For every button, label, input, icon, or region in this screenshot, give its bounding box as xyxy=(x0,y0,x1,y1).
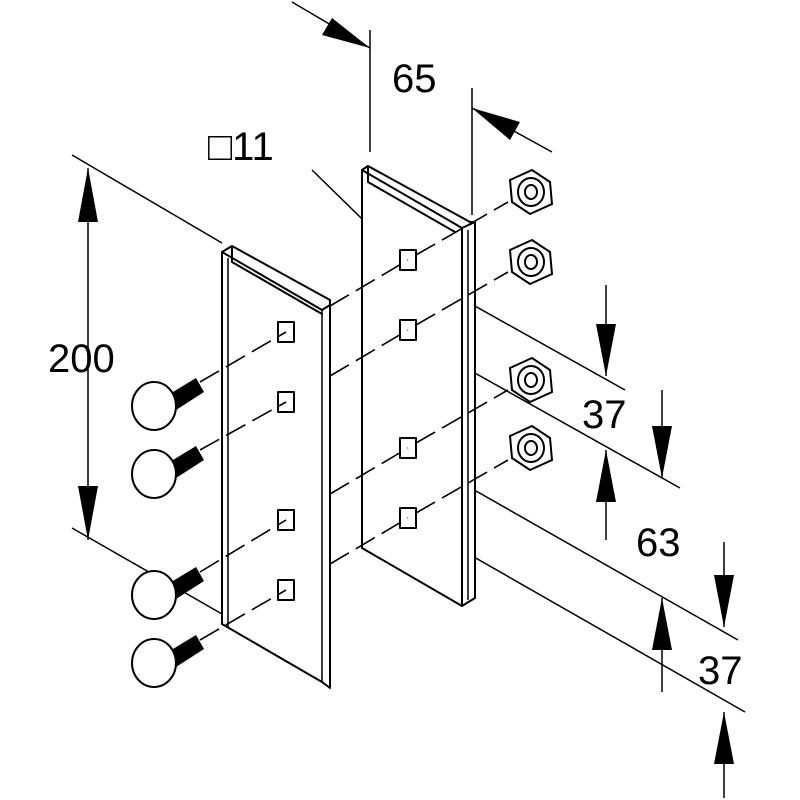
hex-nut xyxy=(508,356,554,404)
back-plate xyxy=(361,165,476,607)
arrow-head xyxy=(714,575,734,627)
arrow-head xyxy=(652,426,672,478)
arrow-head xyxy=(596,324,616,376)
hex-nut xyxy=(508,424,554,472)
dimension-37-top: 37 xyxy=(582,285,672,478)
assembly-axes xyxy=(199,201,509,641)
dimension-37-bottom: 37 xyxy=(652,542,743,798)
arrow-head xyxy=(78,168,98,222)
bolt xyxy=(131,378,204,431)
bolt xyxy=(131,635,204,688)
hex-nut xyxy=(508,238,554,286)
arrow-head xyxy=(714,712,734,764)
front-plate-holes xyxy=(277,321,295,601)
dimension-200-label: 200 xyxy=(48,337,115,381)
dimension-spacing-lines xyxy=(431,281,746,713)
dimension-200: 200 xyxy=(48,154,223,615)
dimension-hole-label: □11 xyxy=(208,125,274,169)
dimension-63-label: 63 xyxy=(636,521,681,565)
arrow-head xyxy=(652,598,672,650)
hex-nut xyxy=(508,168,554,216)
front-plate xyxy=(221,245,331,689)
dimension-63: 63 xyxy=(596,450,681,565)
bolt xyxy=(131,567,204,620)
dimension-65: 65 xyxy=(291,1,553,215)
arrow-head xyxy=(596,450,616,502)
arrow-head xyxy=(322,18,370,48)
back-plate-holes xyxy=(399,249,417,529)
dimension-37-bottom-label: 37 xyxy=(698,649,743,693)
dimension-37-top-label: 37 xyxy=(582,393,627,437)
dimension-65-label: 65 xyxy=(392,57,437,101)
arrow-head xyxy=(472,108,520,140)
arrow-head xyxy=(78,486,98,540)
bolt xyxy=(131,446,204,499)
